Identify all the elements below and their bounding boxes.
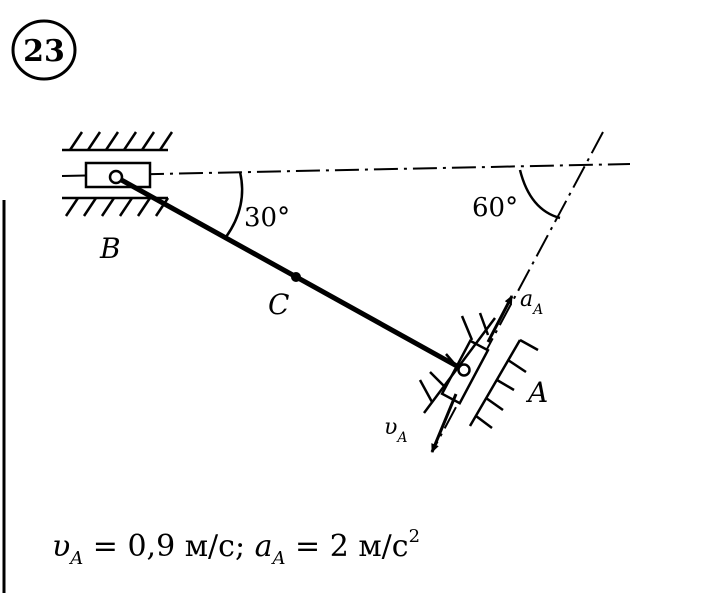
angle-arc-b bbox=[224, 171, 244, 238]
inclined-guide-line bbox=[431, 131, 604, 453]
slider-b-guide-bottom bbox=[62, 196, 170, 217]
problem-number: 23 bbox=[23, 34, 65, 69]
slider-a-guide-right bbox=[468, 338, 539, 429]
angle-label-b: 30° bbox=[244, 203, 290, 233]
rod-ba bbox=[114, 174, 466, 373]
label-b: B bbox=[99, 232, 121, 265]
slider-a-guide-left bbox=[418, 312, 497, 414]
slider-b-guide-top bbox=[62, 131, 174, 152]
joint-a bbox=[457, 363, 471, 377]
label-c: C bbox=[268, 288, 289, 321]
angle-arc-a bbox=[518, 169, 561, 220]
joint-b bbox=[108, 169, 124, 185]
point-c bbox=[291, 272, 301, 282]
velocity-label: υA bbox=[384, 415, 408, 446]
acceleration-label: aA bbox=[520, 287, 543, 318]
given-formula: υA = 0,9 м/с; aA = 2 м/с2 bbox=[52, 526, 420, 569]
horizontal-axis-line bbox=[61, 163, 631, 177]
problem-number-badge: 23 bbox=[11, 19, 77, 81]
velocity-vector bbox=[430, 393, 458, 453]
angle-label-a: 60° bbox=[472, 193, 518, 223]
acceleration-vector bbox=[486, 295, 514, 343]
label-a: A bbox=[525, 376, 548, 409]
